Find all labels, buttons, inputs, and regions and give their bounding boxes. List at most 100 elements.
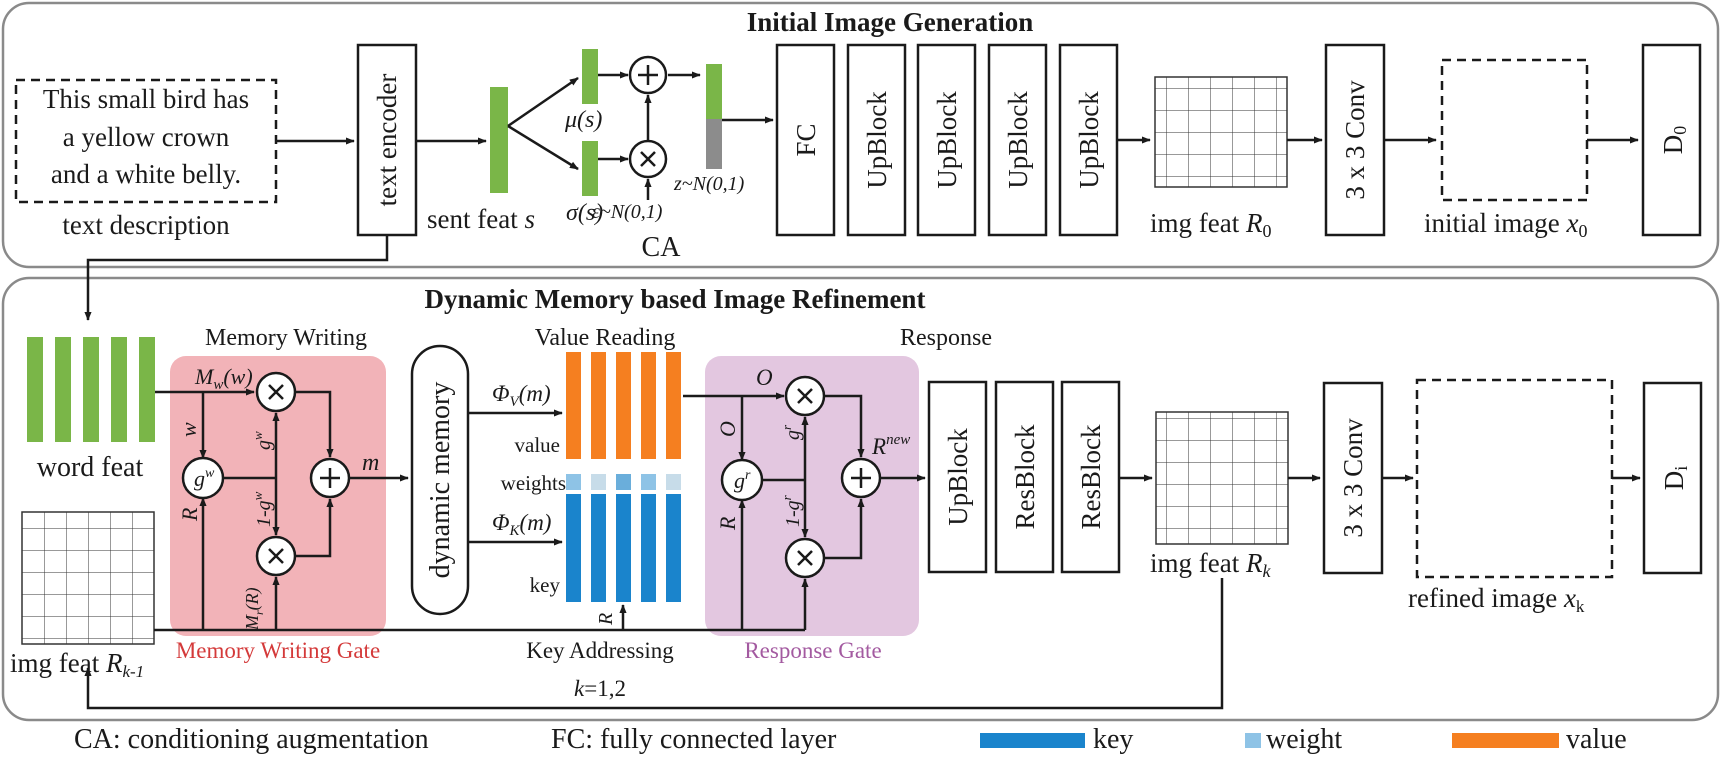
upblock-1-box (846, 43, 907, 237)
text-encoder-label: text encoder (372, 74, 402, 207)
text-description-line-1: This small bird has (43, 84, 249, 114)
refinement-title: Dynamic Memory based Image Refinement (425, 284, 926, 314)
key-addressing-label: Key Addressing (526, 638, 674, 663)
legend-value-swatch (1452, 733, 1559, 748)
mr-label: Mr(R) (242, 587, 266, 631)
text-description-label: text description (62, 210, 230, 240)
sent-feat-bar (490, 87, 508, 193)
initial-image-label: initial image x0 (1424, 208, 1587, 241)
legend-fc-definition: FC: fully connected layer (551, 724, 837, 755)
resblock-1-box (994, 380, 1055, 574)
legend-value-label: value (1566, 724, 1627, 755)
dynamic-memory-box (410, 344, 470, 616)
sigma-label: σ(s) (566, 200, 603, 226)
weights-label: weights (501, 471, 566, 495)
upblock-2-box (916, 43, 977, 237)
img-feat-rk-grid (1155, 411, 1289, 545)
w-label: w (176, 422, 201, 437)
word-feat-bar-2 (55, 337, 71, 442)
sent-feat-label: sent feat s (427, 204, 535, 234)
concat-bar-green (706, 64, 722, 119)
mu-label: μ(s) (564, 107, 602, 133)
discriminator-di-box (1642, 381, 1703, 575)
upblock-4-label: UpBlock (1074, 91, 1104, 189)
legend-weight-label: weight (1266, 724, 1342, 755)
upblock-1-label: UpBlock (862, 91, 892, 189)
img-feat-rk-1-label: img feat Rk-1 (10, 648, 144, 681)
legend-ca-definition: CA: conditioning augmentation (74, 724, 429, 755)
key-bar-1 (566, 494, 581, 602)
gr-label: gr (734, 468, 751, 493)
refinement-panel (1, 276, 1720, 722)
refine-upblock-label: UpBlock (943, 428, 973, 526)
img-feat-r0-grid (1154, 76, 1288, 188)
resblock-1-label: ResBlock (1010, 424, 1040, 529)
memory-writing-gate-bg (170, 356, 386, 636)
word-feat-bar-3 (83, 337, 99, 442)
value-bar-4 (641, 352, 656, 459)
r-label-response: R (715, 516, 740, 531)
value-label: value (515, 433, 560, 457)
refined-image-box (1415, 378, 1614, 579)
o-label-side: O (715, 421, 740, 437)
one-minus-gr-label: 1-gr (779, 494, 804, 527)
img-feat-rk-label: img feat Rk (1150, 548, 1271, 581)
value-bar-1 (566, 352, 581, 459)
discriminator-di-label: Di (1659, 466, 1691, 491)
key-bar-2 (591, 494, 606, 602)
weight-cell-3 (616, 474, 631, 490)
gw-branch-label: gw (250, 431, 275, 450)
word-feat-label: word feat (37, 452, 144, 483)
phi-v-label: ΦV(m) (492, 381, 551, 410)
z-label: z~N(0,1) (673, 173, 745, 195)
weight-cell-4 (641, 474, 656, 490)
conv-bottom-label: 3 x 3 Conv (1338, 418, 1368, 538)
legend-key-label: key (1093, 724, 1133, 755)
initial-generation-title: Initial Image Generation (747, 7, 1033, 37)
m-label: m (362, 450, 379, 476)
gw-label: gw (194, 466, 215, 491)
o-label-top: O (756, 365, 773, 390)
initial-generation-panel (1, 1, 1720, 269)
concat-bar-gray (706, 119, 722, 169)
upblock-3-box (987, 43, 1048, 237)
response-label: Response (900, 325, 992, 351)
weight-cell-1 (566, 474, 581, 490)
phi-k-label: ΦK(m) (492, 510, 551, 539)
img-feat-r0-label: img feat R0 (1150, 208, 1271, 241)
value-reading-label: Value Reading (535, 325, 676, 351)
weight-cell-2 (591, 474, 606, 490)
mw-label: Mw(w) (194, 364, 253, 393)
value-bar-5 (666, 352, 681, 459)
conv-top-label: 3 x 3 Conv (1340, 80, 1370, 200)
key-label: key (530, 573, 561, 597)
resblock-2-box (1060, 380, 1121, 574)
img-feat-rk-1-grid (21, 511, 155, 645)
upblock-4-box (1058, 43, 1119, 237)
mu-bar (582, 49, 598, 104)
dynamic-memory-label: dynamic memory (425, 382, 456, 579)
word-feat-bar-5 (139, 337, 155, 442)
text-description-line-2: a yellow crown (63, 122, 230, 152)
initial-image-box (1440, 58, 1589, 202)
weight-cell-5 (666, 474, 681, 490)
word-feat-bar-4 (111, 337, 127, 442)
sigma-bar (582, 141, 598, 196)
response-gate-label: Response Gate (744, 638, 881, 663)
discriminator-d0-box (1641, 43, 1702, 237)
refine-upblock-box (927, 380, 988, 574)
gr-branch-label: gr (779, 424, 804, 440)
key-bar-4 (641, 494, 656, 602)
r-label-writing: R (177, 507, 202, 522)
key-bar-3 (616, 494, 631, 602)
ca-label: CA (642, 232, 682, 263)
text-description-line-3: and a white belly. (51, 159, 241, 189)
response-gate-bg (705, 356, 919, 636)
memory-writing-gate-label: Memory Writing Gate (176, 638, 380, 663)
upblock-3-label: UpBlock (1003, 91, 1033, 189)
r-label-key: R (595, 613, 617, 626)
value-bar-3 (616, 352, 631, 459)
discriminator-d0-label: D0 (1658, 126, 1690, 155)
memory-writing-label: Memory Writing (205, 325, 367, 351)
